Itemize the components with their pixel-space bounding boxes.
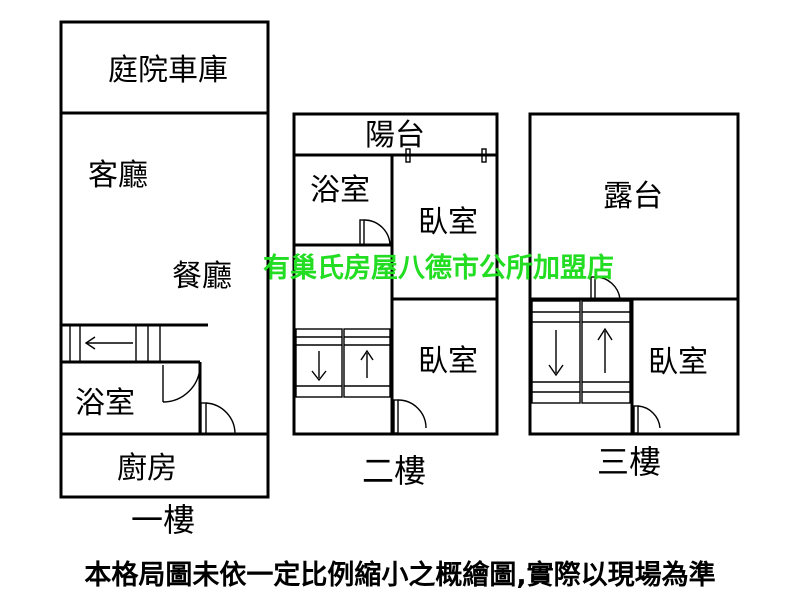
floor-3-outline [528,112,740,436]
watermark-text: 有巢氏房屋八德市公所加盟店 [263,252,614,284]
disclaimer-text: 本格局圖未依一定比例縮小之概繪圖,實際以現場為準 [84,559,715,591]
floor-2-outline [292,112,499,436]
floor-1-label: 一樓 [131,501,195,539]
floor-3-staircase [531,300,631,404]
floor-1-staircase [69,325,161,362]
floor-2-label: 二樓 [362,452,426,490]
room-kitchen: 廚房 [117,451,177,486]
floor-2-bath-door [359,219,391,246]
room-bedroom-2f-lower: 臥室 [418,344,478,379]
floor-1-kitchen-door [200,402,236,435]
room-dining: 餐廳 [172,259,232,294]
room-bath-1f: 浴室 [75,386,135,421]
room-bath-2f: 浴室 [310,173,370,208]
floor-1-outline [59,20,270,499]
floor-3-label: 三樓 [597,443,661,481]
room-balcony: 陽台 [365,118,425,153]
floor-2-staircase [295,328,391,398]
floor-1-bath-door [162,364,201,403]
floor-3-plan: 露台 臥室 三樓 [528,112,740,481]
balcony-sliding-door [405,148,487,163]
floor-2-bedroom-door [393,399,427,434]
floor-1-plan: 庭院車庫 客廳 餐廳 浴室 廚房 一樓 [59,20,270,539]
room-bedroom-2f-upper: 臥室 [418,205,478,240]
room-bedroom-3f: 臥室 [648,345,708,380]
floor-2-plan: 陽台 浴室 臥室 臥室 二樓 [292,112,499,490]
floor-3-bedroom-door [633,405,661,434]
terrace-door [590,276,621,300]
room-terrace: 露台 [603,179,663,214]
room-living: 客廳 [88,158,148,193]
room-garage: 庭院車庫 [108,53,228,88]
